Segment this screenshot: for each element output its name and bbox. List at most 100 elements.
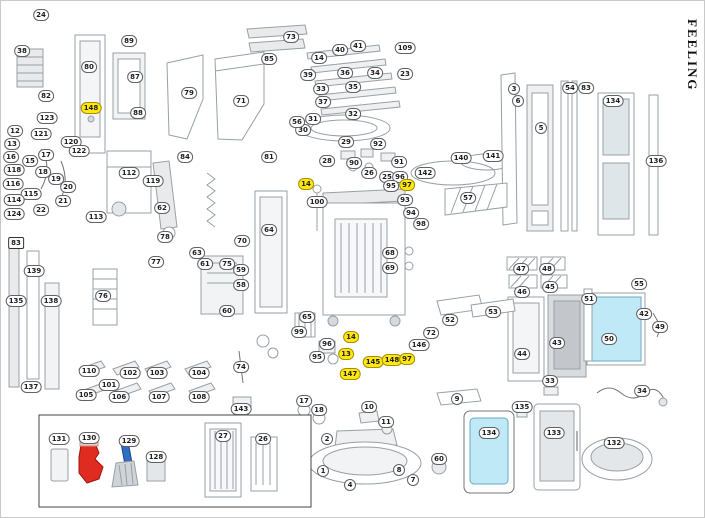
part-callout-8: 8: [393, 464, 405, 476]
part-callout-12: 12: [7, 125, 23, 137]
part-callout-46: 46: [514, 286, 530, 298]
part-callout-89: 89: [121, 35, 137, 47]
part-callout-42: 42: [636, 308, 652, 320]
part-callout-32: 32: [345, 108, 361, 120]
part-callout-61: 61: [197, 258, 213, 270]
part-callout-74: 74: [233, 361, 249, 373]
part-clip-small: [543, 386, 559, 396]
part-callout-132: 132: [603, 437, 625, 449]
part-spring: [206, 172, 216, 228]
part-callout-10: 10: [361, 401, 377, 413]
part-callout-103: 103: [146, 367, 168, 379]
part-callout-105: 105: [75, 389, 97, 401]
part-right-side-panel: [526, 84, 554, 232]
part-callout-14: 14: [343, 331, 359, 343]
part-callout-90: 90: [346, 157, 362, 169]
part-door-frame: [507, 296, 545, 382]
part-callout-124: 124: [3, 208, 25, 220]
part-callout-107: 107: [148, 391, 170, 403]
part-callout-123: 123: [36, 112, 58, 124]
part-callout-26: 26: [255, 433, 271, 445]
part-callout-81: 81: [261, 151, 277, 163]
part-callout-60: 60: [219, 305, 235, 317]
part-callout-13: 13: [338, 348, 354, 360]
part-callout-85: 85: [261, 53, 277, 65]
part-callout-71: 71: [233, 95, 249, 107]
part-trim-strip: [560, 80, 569, 232]
part-callout-13: 13: [4, 138, 20, 150]
part-callout-9: 9: [451, 393, 463, 405]
part-callout-68: 68: [382, 247, 398, 259]
part-callout-31: 31: [305, 113, 321, 125]
part-callout-51: 51: [581, 293, 597, 305]
part-side-door: [533, 403, 581, 491]
part-callout-128: 128: [145, 451, 167, 463]
part-callout-1: 1: [317, 465, 329, 477]
part-callout-41: 41: [350, 40, 366, 52]
brand-title: FEELING: [685, 19, 700, 92]
part-callout-142: 142: [414, 167, 436, 179]
part-callout-112: 112: [118, 167, 140, 179]
part-callout-87: 87: [127, 71, 143, 83]
part-callout-58: 58: [233, 279, 249, 291]
part-callout-139: 139: [23, 265, 45, 277]
part-callout-93: 93: [397, 194, 413, 206]
part-callout-60: 60: [431, 453, 447, 465]
part-callout-84: 84: [177, 151, 193, 163]
part-callout-52: 52: [442, 314, 458, 326]
part-callout-72: 72: [423, 327, 439, 339]
part-callout-54: 54: [562, 82, 578, 94]
part-callout-2: 2: [321, 433, 333, 445]
part-canister: [50, 448, 69, 482]
part-callout-92: 92: [370, 138, 386, 150]
part-base: [308, 428, 422, 485]
part-callout-130: 130: [78, 432, 100, 444]
part-back-panel: [254, 190, 288, 314]
part-callout-122: 122: [68, 145, 90, 157]
part-bracket-strip: [583, 288, 593, 362]
part-callout-102: 102: [119, 367, 141, 379]
part-callout-134: 134: [478, 427, 500, 439]
part-callout-73: 73: [283, 31, 299, 43]
part-callout-34: 34: [634, 385, 650, 397]
part-callout-18: 18: [311, 404, 327, 416]
part-stove-body: [322, 188, 414, 327]
part-callout-80: 80: [81, 61, 97, 73]
part-callout-44: 44: [514, 348, 530, 360]
part-callout-69: 69: [382, 262, 398, 274]
part-callout-146: 146: [408, 339, 430, 351]
part-callout-36: 36: [337, 67, 353, 79]
part-callout-29: 29: [338, 136, 354, 148]
part-callout-147: 147: [339, 368, 361, 380]
part-callout-43: 43: [549, 337, 565, 349]
part-callout-39: 39: [300, 69, 316, 81]
part-callout-26: 26: [361, 167, 377, 179]
part-callout-57: 57: [460, 192, 476, 204]
part-callout-47: 47: [513, 263, 529, 275]
part-callout-50: 50: [601, 333, 617, 345]
part-callout-137: 137: [20, 381, 42, 393]
part-callout-78: 78: [157, 231, 173, 243]
part-callout-97: 97: [399, 353, 415, 365]
part-cable: [596, 387, 666, 402]
part-callout-98: 98: [413, 218, 429, 230]
part-callout-82: 82: [38, 90, 54, 102]
part-callout-24: 24: [33, 9, 49, 21]
part-callout-35: 35: [345, 81, 361, 93]
part-callout-79: 79: [181, 87, 197, 99]
part-callout-101: 101: [98, 379, 120, 391]
part-callout-20: 20: [60, 181, 76, 193]
part-callout-133: 133: [543, 427, 565, 439]
part-callout-99: 99: [291, 326, 307, 338]
part-callout-64: 64: [261, 224, 277, 236]
part-callout-14: 14: [298, 178, 314, 190]
part-callout-28: 28: [319, 155, 335, 167]
part-callout-62: 62: [154, 202, 170, 214]
part-callout-6: 6: [512, 95, 524, 107]
part-callout-14: 14: [311, 52, 327, 64]
part-callout-131: 131: [48, 433, 70, 445]
part-callout-95: 95: [309, 351, 325, 363]
part-brush: [111, 440, 139, 488]
part-callout-27: 27: [215, 430, 231, 442]
